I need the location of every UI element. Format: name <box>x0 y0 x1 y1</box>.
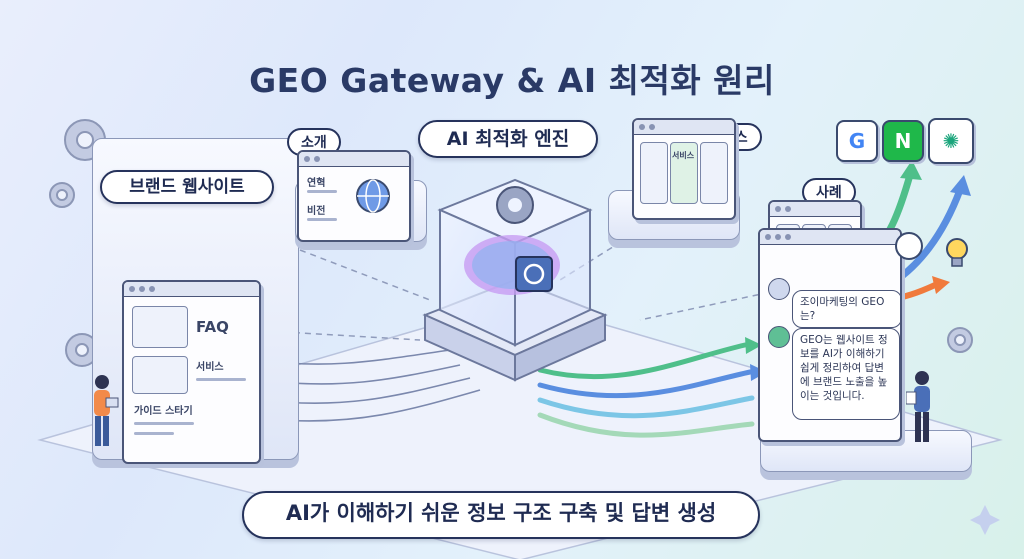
faq-text: FAQ <box>196 318 229 336</box>
vision-text: 비전 <box>307 206 326 217</box>
google-logo-icon: G <box>836 120 878 162</box>
page-title: GEO Gateway & AI 최적화 원리 <box>249 61 775 100</box>
bottom-caption: AI가 이해하기 쉬운 정보 구조 구축 및 답변 생성 <box>242 491 760 539</box>
history-text: 연혁 <box>307 178 326 189</box>
naver-logo-icon: N <box>882 120 924 162</box>
chat-window: 조이마케팅의 GEO는? GEO는 웹사이트 정보를 AI가 이해하기 쉽게 정… <box>758 228 902 442</box>
lightbulb-icon <box>946 238 968 267</box>
intro-window: 연혁 비전 <box>297 150 411 242</box>
engine-label: AI 최적화 엔진 <box>418 120 598 158</box>
connector-intro <box>299 249 431 301</box>
brand-website-label: 브랜드 웹사이트 <box>100 170 274 204</box>
gear-decor <box>49 119 973 367</box>
brand-window: FAQ 서비스 가이드 스타기 <box>122 280 261 464</box>
person-right-icon <box>906 371 930 442</box>
service-text: 서비스 <box>196 362 224 373</box>
user-circle-icon <box>895 232 923 260</box>
question-bubble: 조이마케팅의 GEO는? <box>792 290 900 328</box>
user-avatar <box>768 278 790 300</box>
answer-bubble: GEO는 웹사이트 정보를 AI가 이해하기 쉽게 정리하여 답변에 브랜드 노… <box>792 328 900 420</box>
person-left-icon <box>94 375 119 446</box>
guide-text: 가이드 스타기 <box>134 406 193 417</box>
ai-engine-cube <box>422 178 608 382</box>
connector-case <box>639 289 781 321</box>
chatgpt-logo-icon: ✺ <box>928 118 974 164</box>
service-window: 서비스 <box>632 118 736 220</box>
globe-icon <box>356 179 390 213</box>
bot-avatar <box>768 326 790 348</box>
service-card-text: 서비스 <box>672 151 695 160</box>
